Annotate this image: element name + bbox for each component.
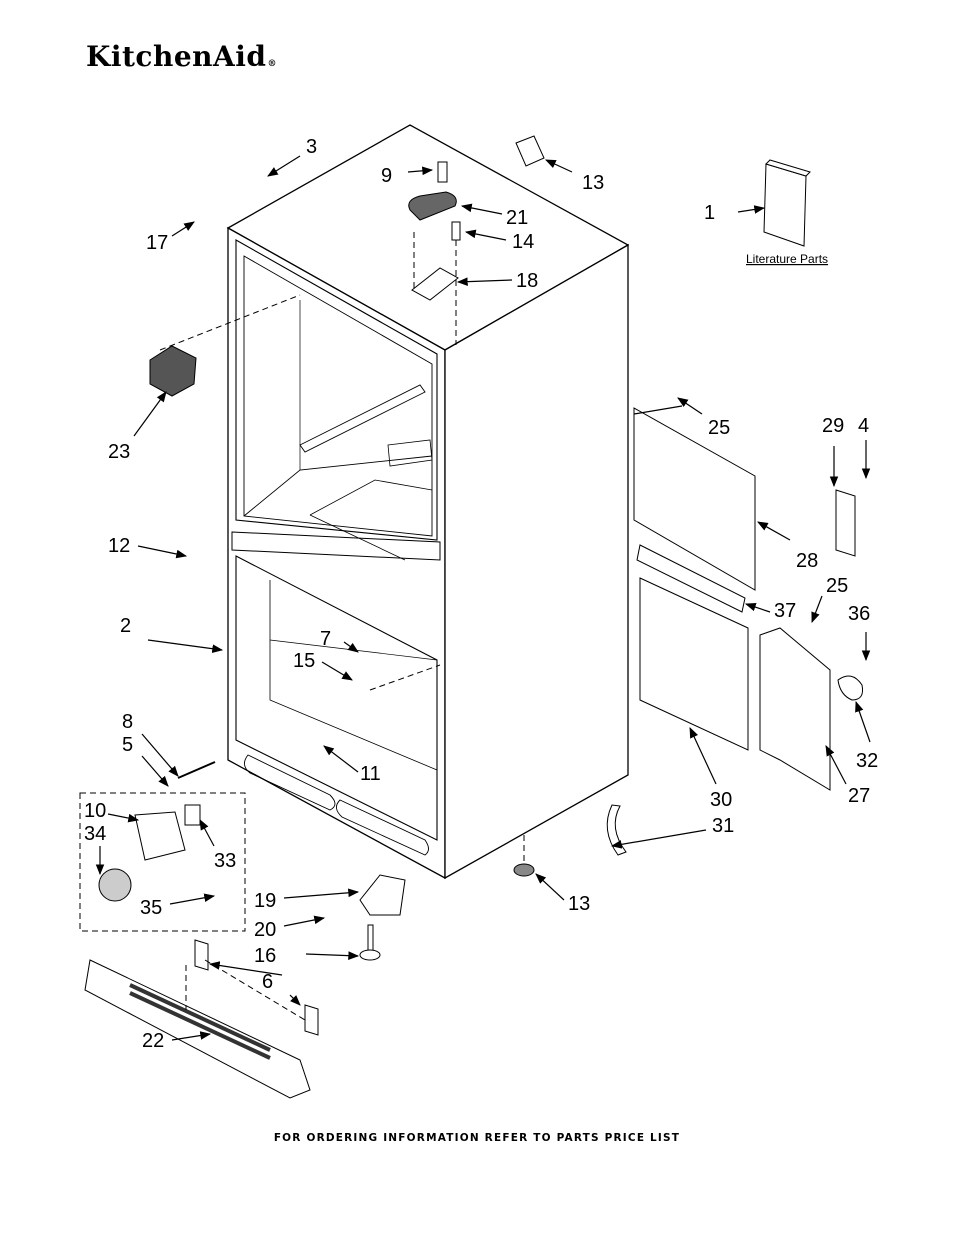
ordering-footer: FOR ORDERING INFORMATION REFER TO PARTS … xyxy=(273,1132,681,1144)
callout-29: 29 xyxy=(822,415,844,437)
callout-2: 2 xyxy=(120,615,131,637)
callout-numbers: 1 2 3 4 5 6 7 8 9 10 11 12 13 13 14 15 1… xyxy=(84,136,878,1052)
callout-32: 32 xyxy=(856,750,878,772)
callout-7: 7 xyxy=(320,628,331,650)
callout-11: 11 xyxy=(360,763,381,785)
callout-31: 31 xyxy=(712,815,734,837)
callout-1: 1 xyxy=(704,202,715,224)
callout-28: 28 xyxy=(796,550,818,572)
callout-leaders xyxy=(95,155,871,1041)
callout-6: 6 xyxy=(262,971,273,993)
callout-12: 12 xyxy=(108,535,130,557)
callout-21: 21 xyxy=(506,207,528,229)
callout-20: 20 xyxy=(254,919,276,941)
callout-36: 36 xyxy=(848,603,870,625)
callout-5: 5 xyxy=(122,734,133,756)
callout-9: 9 xyxy=(381,165,392,187)
callout-34: 34 xyxy=(84,823,106,845)
callout-16: 16 xyxy=(254,945,276,967)
callout-37: 37 xyxy=(774,600,796,622)
callout-13-bottom: 13 xyxy=(568,893,590,915)
callout-4: 4 xyxy=(858,415,869,437)
callout-8: 8 xyxy=(122,711,133,733)
literature-parts-label: Literature Parts xyxy=(746,252,828,266)
callout-33: 33 xyxy=(214,850,236,872)
callout-35: 35 xyxy=(140,897,162,919)
callout-25-lower: 25 xyxy=(826,575,848,597)
small-parts xyxy=(79,135,863,1099)
callout-27: 27 xyxy=(848,785,870,807)
callout-17: 17 xyxy=(146,232,168,254)
callout-22: 22 xyxy=(142,1030,164,1052)
callout-15: 15 xyxy=(293,650,315,672)
callout-18: 18 xyxy=(516,270,538,292)
callout-3: 3 xyxy=(306,136,317,158)
callout-13-top: 13 xyxy=(582,172,604,194)
literature-booklet-shape xyxy=(763,163,807,247)
kitchenaid-logo: KitchenAid® xyxy=(86,40,277,73)
callout-23: 23 xyxy=(108,441,130,463)
brand-name: KitchenAid xyxy=(86,40,267,73)
refrigerator-cabinet xyxy=(226,124,630,880)
screw-9-shape xyxy=(437,161,448,183)
registered-mark: ® xyxy=(267,59,277,69)
callout-30: 30 xyxy=(710,789,732,811)
callout-10: 10 xyxy=(84,800,106,822)
dashed-assembly-lines xyxy=(159,232,525,1021)
callout-14: 14 xyxy=(512,231,534,253)
callout-25-top: 25 xyxy=(708,417,730,439)
callout-19: 19 xyxy=(254,890,276,912)
